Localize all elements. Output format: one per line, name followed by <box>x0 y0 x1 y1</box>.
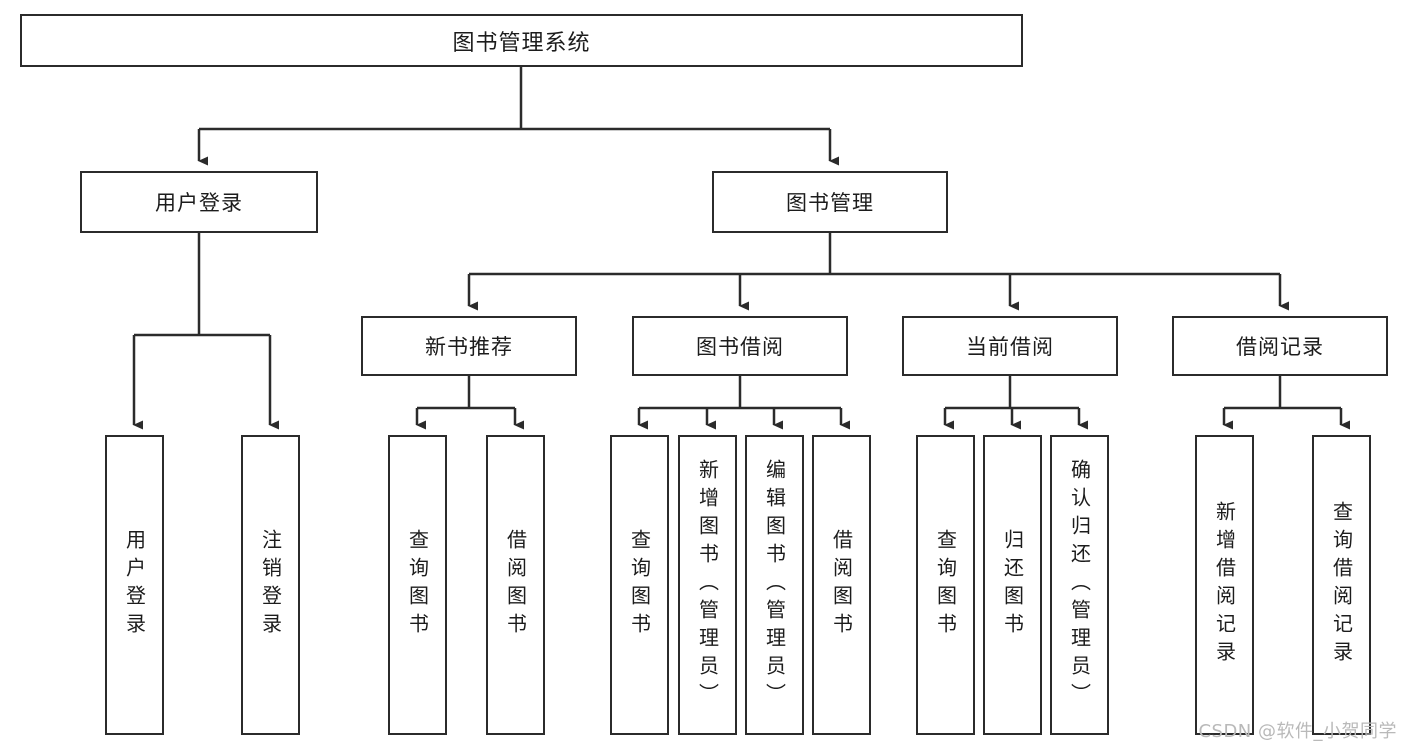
node-leaf-add-record[interactable]: 新增借阅记录 <box>1195 435 1254 735</box>
node-label: 注销登录 <box>258 529 283 641</box>
node-label: 归还图书 <box>1000 529 1025 641</box>
node-root-system[interactable]: 图书管理系统 <box>20 14 1023 67</box>
node-leaf-query-book-1[interactable]: 查询图书 <box>388 435 447 735</box>
node-borrow-record[interactable]: 借阅记录 <box>1172 316 1388 376</box>
node-book-manage[interactable]: 图书管理 <box>712 171 948 233</box>
node-label: 新增借阅记录 <box>1212 501 1237 669</box>
node-label: 查询图书 <box>933 529 958 641</box>
book-manage-connectors <box>467 233 1289 311</box>
node-leaf-borrow-book-1[interactable]: 借阅图书 <box>486 435 545 735</box>
node-label: 查询借阅记录 <box>1329 501 1354 669</box>
user-login-connectors <box>132 233 279 430</box>
current-borrow-connectors <box>943 376 1088 430</box>
node-current-borrow[interactable]: 当前借阅 <box>902 316 1118 376</box>
node-leaf-return-book[interactable]: 归还图书 <box>983 435 1042 735</box>
node-leaf-add-book[interactable]: 新增图书（管理员） <box>678 435 737 735</box>
node-leaf-query-record[interactable]: 查询借阅记录 <box>1312 435 1371 735</box>
node-label: 编辑图书（管理员） <box>762 459 787 711</box>
node-label: 借阅图书 <box>503 529 528 641</box>
node-leaf-edit-book[interactable]: 编辑图书（管理员） <box>745 435 804 735</box>
borrow-record-connectors <box>1222 376 1350 430</box>
node-leaf-query-book-2[interactable]: 查询图书 <box>610 435 669 735</box>
new-book-recommend-connectors <box>415 376 524 430</box>
root-connectors <box>197 67 839 166</box>
node-leaf-confirm-return[interactable]: 确认归还（管理员） <box>1050 435 1109 735</box>
node-new-book-recommend[interactable]: 新书推荐 <box>361 316 577 376</box>
node-label: 用户登录 <box>122 529 147 641</box>
node-user-login[interactable]: 用户登录 <box>80 171 318 233</box>
node-book-borrow[interactable]: 图书借阅 <box>632 316 848 376</box>
book-borrow-connectors <box>637 376 850 430</box>
node-leaf-query-book-3[interactable]: 查询图书 <box>916 435 975 735</box>
node-label: 确认归还（管理员） <box>1067 459 1092 711</box>
node-label: 借阅图书 <box>829 529 854 641</box>
node-label: 新增图书（管理员） <box>695 459 720 711</box>
node-leaf-user-login[interactable]: 用户登录 <box>105 435 164 735</box>
node-leaf-logout[interactable]: 注销登录 <box>241 435 300 735</box>
node-label: 查询图书 <box>405 529 430 641</box>
node-leaf-borrow-book-2[interactable]: 借阅图书 <box>812 435 871 735</box>
node-label: 查询图书 <box>627 529 652 641</box>
